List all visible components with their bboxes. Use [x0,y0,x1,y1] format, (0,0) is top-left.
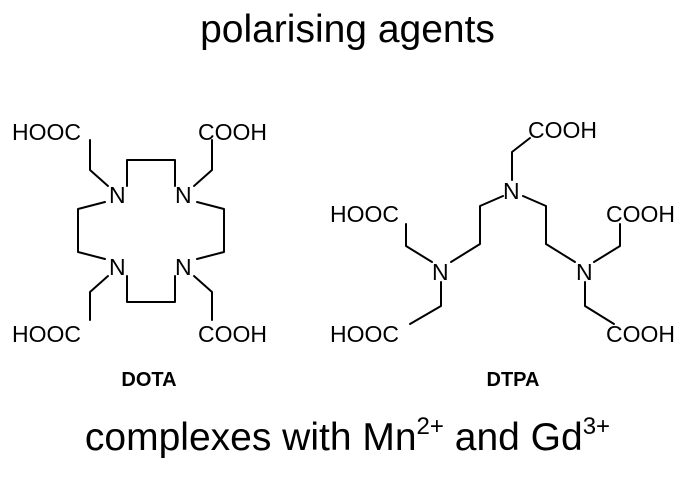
dota-nitrogen-1: N [109,182,126,208]
dtpa-structure: COOH N HOOC COOH N N HOOC COOH DTPA [330,117,675,391]
dota-bridge-right [196,201,225,260]
dtpa-acid-top: COOH [528,117,597,143]
dtpa-name: DTPA [487,369,540,391]
dtpa-arm-lower-left [409,281,442,325]
dtpa-arm-top [511,137,531,181]
dota-name: DOTA [121,369,176,391]
dota-bridge-top [126,159,176,187]
dota-arm-top-right [193,139,213,187]
dtpa-acid-lower-left: HOOC [330,321,399,347]
dota-bridge-left [77,201,106,260]
dtpa-acid-lower-right: COOH [606,321,675,347]
footer-caption: complexes with Mn2+ and Gd3+ [0,410,695,471]
dtpa-arm-lower-right [584,281,615,325]
dota-nitrogen-2: N [175,182,192,208]
dota-arm-top-left [89,139,109,187]
dtpa-nitrogen-right: N [576,259,593,285]
dtpa-chain-right [522,195,576,263]
dota-nitrogen-4: N [175,254,192,280]
dota-acid-bottom-left: HOOC [12,321,81,347]
footer-middle: and Gd [443,416,583,459]
footer-prefix: complexes with Mn [84,416,417,459]
dtpa-acid-upper-left: HOOC [330,201,399,227]
dota-structure: HOOC COOH N N N N HOOC COOH DOTA [12,119,267,391]
dtpa-bonds [405,137,621,325]
dtpa-nitrogen-center: N [503,178,520,204]
dota-arm-bottom-right [193,275,213,321]
gd-charge: 3+ [582,413,611,440]
dota-bridge-bottom [126,275,176,303]
dota-acid-top-left: HOOC [12,119,81,145]
dota-acid-bottom-right: COOH [198,321,267,347]
dtpa-chain-left [450,195,504,263]
dota-nitrogen-3: N [109,254,126,280]
page-title: polarising agents [200,8,495,51]
dota-arm-bottom-left [89,275,109,321]
mn-charge: 2+ [416,413,444,440]
dtpa-acid-upper-right: COOH [606,201,675,227]
dtpa-arm-upper-right [593,223,621,263]
dota-bonds [77,139,225,321]
dota-acid-top-right: COOH [198,119,267,145]
dtpa-nitrogen-left: N [432,259,449,285]
dtpa-arm-upper-left [405,223,433,263]
